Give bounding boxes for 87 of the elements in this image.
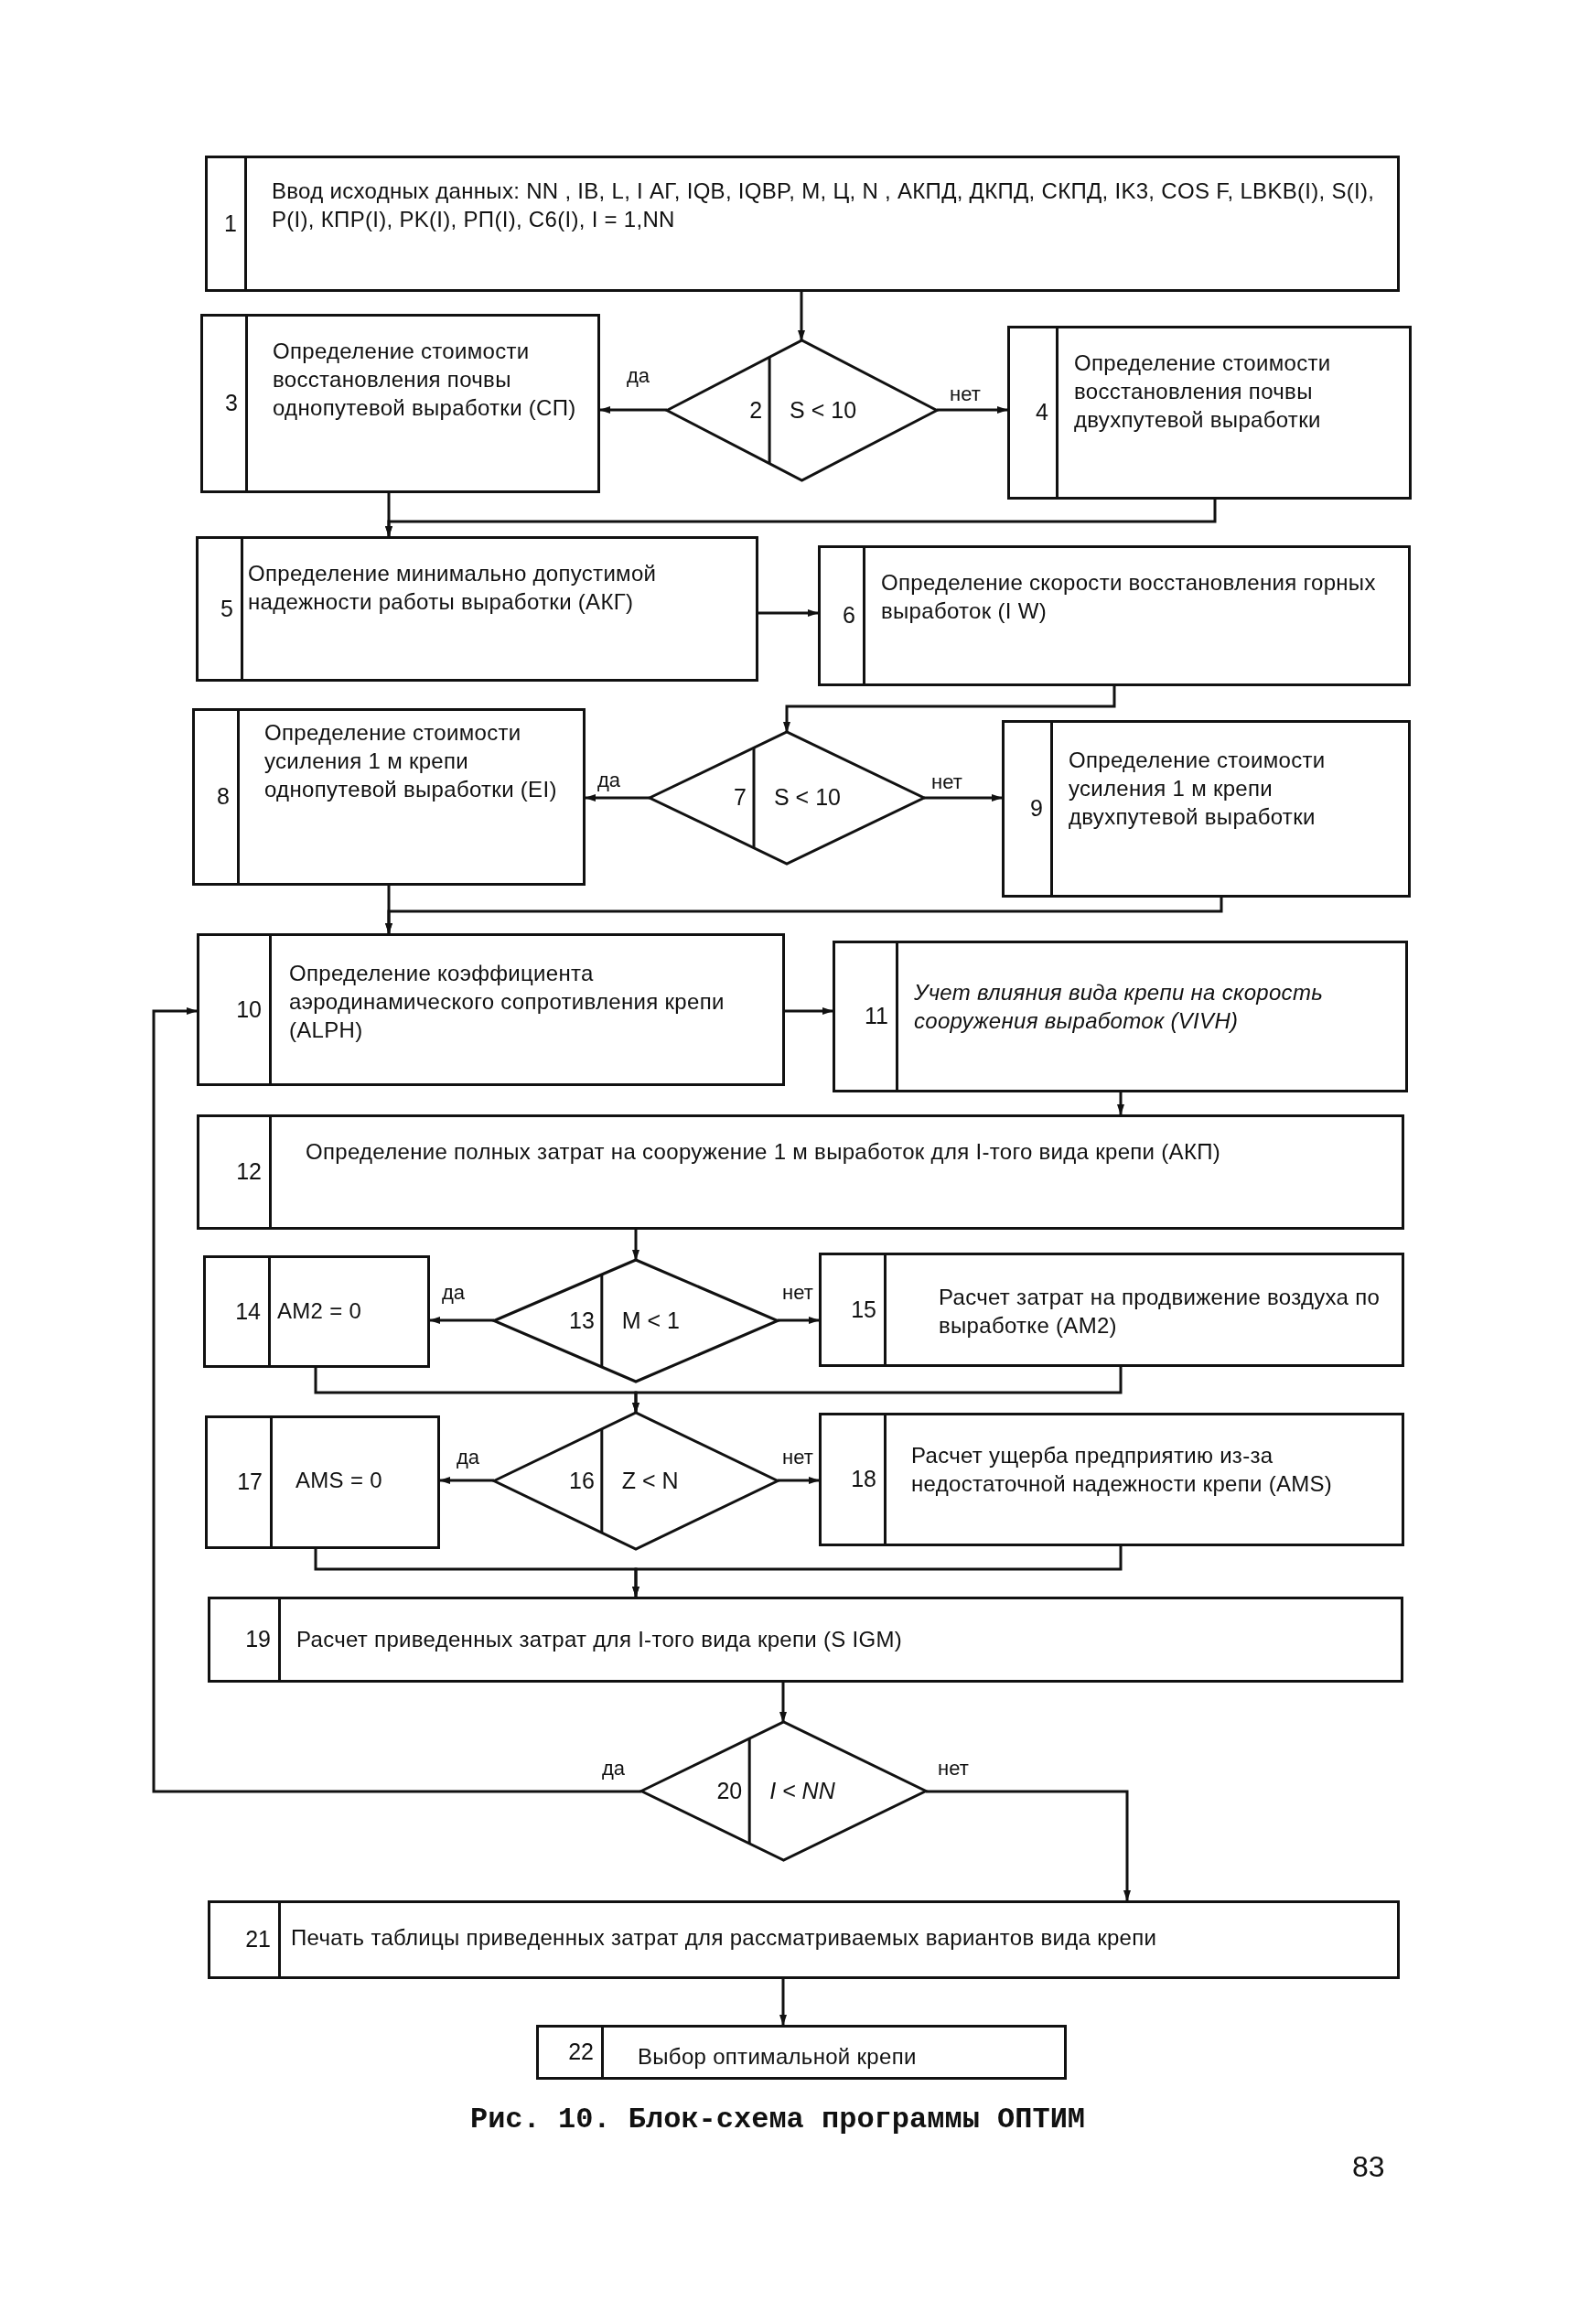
step-text: Учет влияния вида крепи на скорость сооружения выработок (VIVH) xyxy=(914,979,1325,1036)
step-text: Выбор оптимальной крепи xyxy=(638,2043,918,2071)
process-box xyxy=(1002,720,1411,898)
decision-diamond xyxy=(650,732,924,864)
process-box xyxy=(818,545,1411,686)
step-number: 17 xyxy=(237,1470,263,1493)
step-text: Определение стоимости усиления 1 м крепи однопутевой выработки (EI) xyxy=(264,719,558,804)
process-box xyxy=(197,1114,1404,1230)
step-text: Определение стоимости восстановления почвы однопутевой выработки (СП) xyxy=(273,338,577,423)
arrow xyxy=(785,1007,833,1015)
arrow xyxy=(778,1317,820,1324)
arrow xyxy=(632,1230,639,1261)
condition-text: Z < N xyxy=(621,1469,679,1492)
step-number: 15 xyxy=(851,1297,876,1321)
condition-text: S < 10 xyxy=(774,786,841,809)
arrow xyxy=(152,1007,641,1793)
process-box xyxy=(833,941,1408,1092)
step-text: Печать таблицы приведенных затрат для рассматриваемых вариантов вида крепи xyxy=(291,1924,1158,1952)
process-box xyxy=(205,156,1400,292)
step-text: Определение скорости восстановления горных выработок (I W) xyxy=(881,569,1377,626)
process-box xyxy=(203,1255,430,1368)
arrow xyxy=(385,898,1223,934)
process-box xyxy=(819,1253,1404,1367)
process-box xyxy=(208,1597,1403,1683)
process-box xyxy=(208,1900,1400,1979)
step-number: 16 xyxy=(569,1469,595,1492)
step-text: Ввод исходных данных: NN , IB, L, I АГ, IQB, IQBP, M, Ц, N , АКПД, ДКПД, СКПД, IK3, COS F, LBKB(I), S(I), P(I), КПР(I), PK(I), РП(I), C6(I), I = 1,NN xyxy=(272,178,1376,234)
step-number: 21 xyxy=(245,1928,271,1951)
decision-diamond xyxy=(667,340,937,480)
step-number: 19 xyxy=(245,1628,271,1651)
arrow xyxy=(779,1979,787,2026)
process-box xyxy=(192,708,586,886)
arrow xyxy=(779,1683,787,1723)
step-text: Расчет затрат на продвижение воздуха по выработке (AM2) xyxy=(939,1284,1381,1340)
page-number: 83 xyxy=(1352,2150,1385,2184)
step-number: 12 xyxy=(236,1160,262,1183)
step-number: 22 xyxy=(568,2040,594,2063)
step-number: 6 xyxy=(843,604,855,627)
process-box xyxy=(1007,326,1412,500)
step-text: Определение минимально допустимой надежности работы выработки (АКГ) xyxy=(248,560,658,617)
step-number: 3 xyxy=(225,392,238,414)
step-number: 18 xyxy=(851,1468,876,1490)
step-text: Определение стоимости восстановления почвы двухпутевой выработки xyxy=(1074,350,1332,435)
arrow xyxy=(926,1790,1131,1901)
step-number: 4 xyxy=(1036,401,1048,424)
step-number: 7 xyxy=(734,786,747,809)
step-number: 5 xyxy=(220,597,233,620)
arrow xyxy=(778,1477,820,1484)
arrow xyxy=(783,686,1116,733)
process-box xyxy=(205,1415,440,1549)
step-number: 1 xyxy=(224,211,237,235)
figure-caption: Рис. 10. Блок-схема программы ОПТИМ xyxy=(468,2103,1087,2136)
arrow xyxy=(632,1546,1123,1598)
step-number: 20 xyxy=(716,1779,743,1802)
step-text: Определение коэффициента аэродинамического сопротивления крепи (ALPH) xyxy=(289,960,725,1045)
condition-text: S < 10 xyxy=(790,398,857,422)
step-text: AMS = 0 xyxy=(296,1467,383,1494)
arrow xyxy=(1117,1092,1124,1115)
decision-diamond xyxy=(494,1413,778,1549)
arrow xyxy=(632,1367,1123,1414)
step-text: AM2 = 0 xyxy=(277,1297,363,1325)
process-box xyxy=(819,1413,1404,1546)
process-box xyxy=(200,314,600,493)
process-box xyxy=(196,536,758,682)
step-number: 10 xyxy=(236,997,262,1021)
arrow xyxy=(599,406,667,414)
step-text: Расчет приведенных затрат для I-того вида крепи (S IGM) xyxy=(296,1626,904,1653)
step-number: 9 xyxy=(1030,797,1043,820)
step-text: Определение полных затрат на сооружение 1 м выработок для I-того вида крепи (АКП) xyxy=(306,1138,1221,1166)
arrow xyxy=(924,794,1003,802)
arrow xyxy=(937,406,1008,414)
process-box xyxy=(536,2025,1067,2080)
decision-diamond xyxy=(641,1722,926,1860)
arrow xyxy=(439,1477,494,1484)
condition-text: I < NN xyxy=(769,1779,835,1802)
arrow xyxy=(429,1317,494,1324)
step-number: 8 xyxy=(217,785,230,808)
step-text: Определение стоимости усиления 1 м крепи двухпутевой выработки xyxy=(1069,747,1327,832)
step-number: 14 xyxy=(235,1299,261,1323)
step-text: Расчет ущерба предприятию из-за недостаточной надежности крепи (AMS) xyxy=(911,1442,1334,1499)
arrow xyxy=(385,500,1217,537)
process-box xyxy=(197,933,785,1086)
arrow xyxy=(758,609,819,617)
step-number: 2 xyxy=(749,398,763,422)
step-number: 11 xyxy=(865,1005,888,1028)
arrow xyxy=(585,794,650,802)
arrow xyxy=(798,292,805,341)
